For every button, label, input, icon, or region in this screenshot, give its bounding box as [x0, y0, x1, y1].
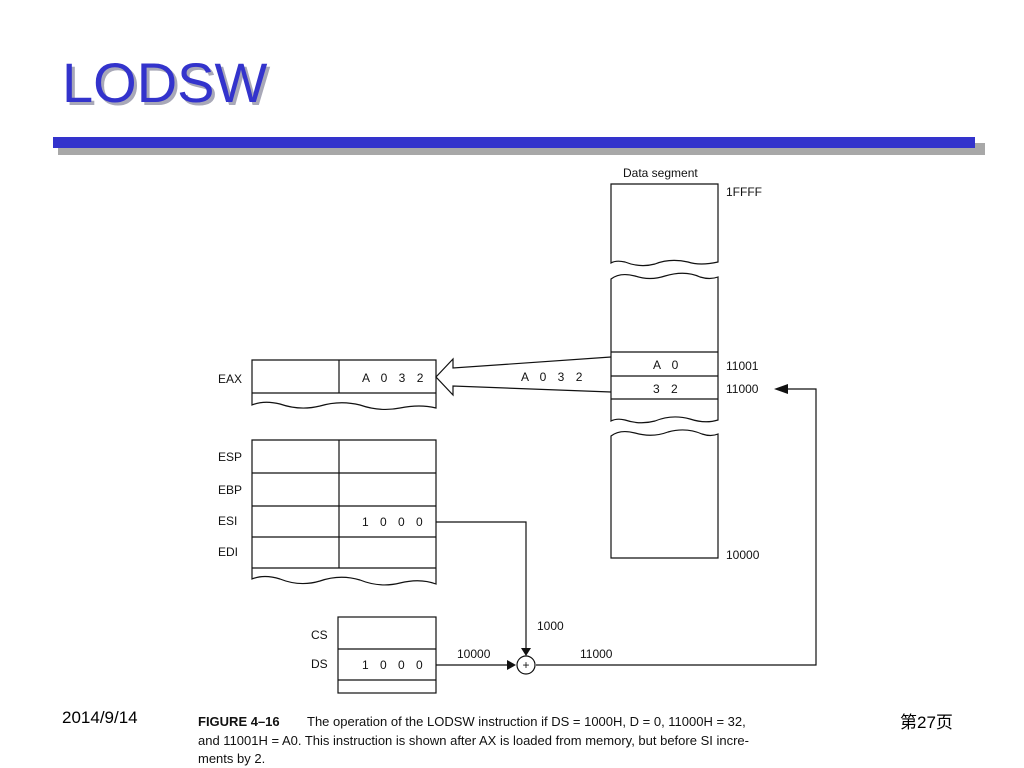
offset-label: 1000	[537, 619, 564, 633]
memory-block-middle	[610, 272, 719, 424]
footer-page-number: 第27页	[900, 713, 953, 732]
esi-value: 1 0 0 0	[362, 515, 427, 529]
address-11000-label: 11000	[726, 382, 759, 396]
caption-line-1: The operation of the LODSW instruction i…	[307, 714, 746, 729]
memory-low-byte: 3 2	[653, 382, 682, 396]
transfer-value: A 0 3 2	[521, 370, 586, 384]
memory-block-bottom	[610, 429, 719, 559]
eax-value: A 0 3 2	[362, 371, 427, 385]
caption-line-2: and 11001H = A0. This instruction is sho…	[198, 733, 749, 748]
esi-offset-path	[436, 521, 527, 648]
footer-date: 2014/9/14	[62, 708, 138, 727]
ds-label: DS	[311, 657, 328, 671]
plus-symbol: +	[522, 658, 529, 672]
data-segment-label: Data segment	[623, 166, 698, 180]
address-top-label: 1FFFF	[726, 185, 762, 199]
title-rule	[53, 137, 975, 148]
esp-label: ESP	[218, 450, 242, 464]
arrowhead-left	[774, 384, 788, 394]
address-11001-label: 11001	[726, 359, 759, 373]
esi-label: ESI	[218, 514, 237, 528]
eax-register	[251, 359, 437, 411]
ebp-label: EBP	[218, 483, 242, 497]
sum-label: 11000	[580, 647, 613, 661]
segment-register-bank	[337, 616, 437, 694]
index-register-bank	[251, 439, 437, 586]
ds-value: 1 0 0 0	[362, 658, 427, 672]
figure-number: FIGURE 4–16	[198, 714, 280, 729]
edi-label: EDI	[218, 545, 238, 559]
eax-label: EAX	[218, 372, 242, 386]
ds-shifted-label: 10000	[457, 647, 491, 661]
arrowhead-right	[507, 660, 516, 670]
address-sum-path	[536, 388, 817, 666]
address-10000-label: 10000	[726, 548, 760, 562]
slide-title: LODSW	[62, 51, 268, 114]
caption-line-3: ments by 2.	[198, 751, 265, 766]
memory-high-byte: A 0	[653, 358, 682, 372]
cs-label: CS	[311, 628, 328, 642]
arrowhead-down	[521, 648, 531, 656]
memory-block-top	[610, 183, 719, 267]
